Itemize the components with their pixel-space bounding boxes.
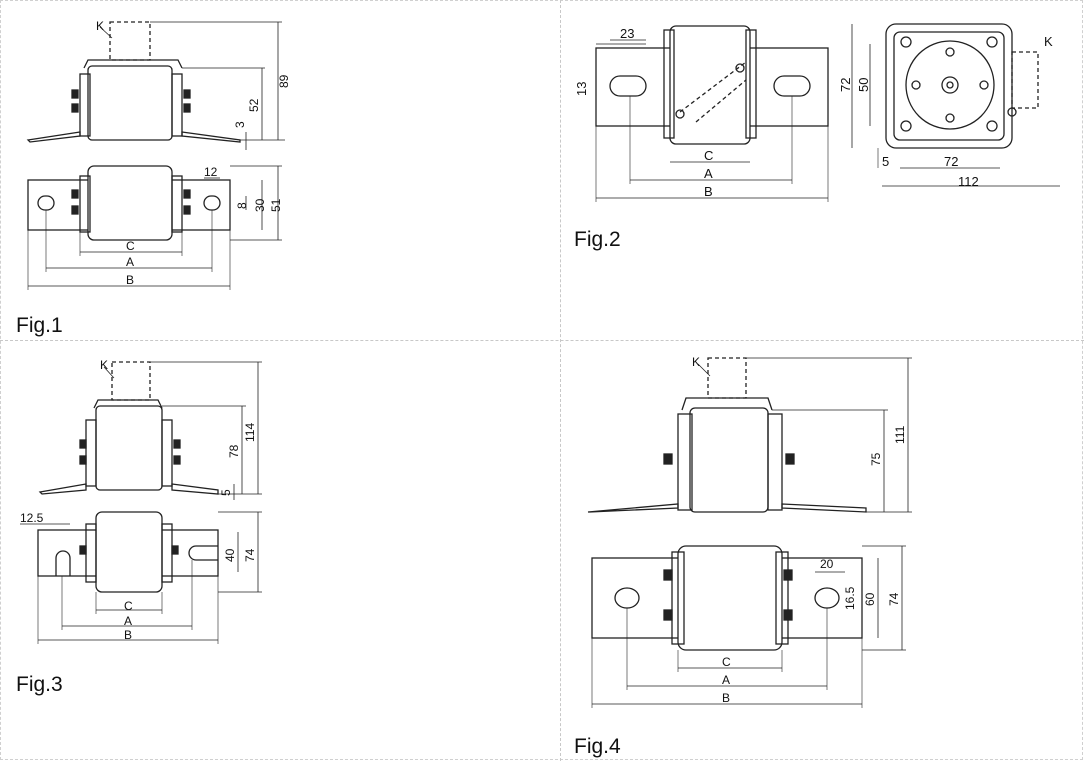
fig1-dim-51: 51: [269, 198, 283, 212]
grid-divider-vertical: [560, 0, 561, 761]
figure-4-label: Fig.4: [574, 735, 621, 758]
figure-2-panel: 23 13 C A B 72 50 K 5 72 112 Fig.2: [560, 0, 1084, 340]
fig1-k-label: K: [96, 19, 104, 33]
fig1-dim-8: 8: [235, 202, 249, 209]
figure-3-drawing: K 114 78 5 12.5 40 74 C A B: [20, 358, 262, 644]
fig4-dim-16-5: 16.5: [843, 586, 857, 610]
figure-4-panel: K 111 75 20 16.5 60 74 C A B Fig.4: [560, 340, 1084, 761]
figure-2-drawing: 23 13 C A B 72 50 K 5 72 112: [574, 23, 1060, 202]
fig4-dim-b: B: [722, 691, 730, 705]
fig3-dim-40: 40: [223, 548, 237, 562]
fig1-dim-52: 52: [247, 98, 261, 112]
fig4-dim-a: A: [722, 673, 730, 687]
fig4-k-label: K: [692, 355, 700, 369]
fig3-dim-5: 5: [219, 489, 233, 496]
grid-divider-horizontal: [0, 340, 1084, 341]
fig4-dim-20: 20: [820, 557, 834, 571]
fig3-dim-114: 114: [243, 423, 257, 442]
fig1-dim-b: B: [126, 273, 134, 287]
fig2-dim-a: A: [704, 166, 713, 181]
fig2-dim-112: 112: [958, 174, 979, 189]
fig4-dim-111: 111: [893, 425, 907, 444]
figure-3-label: Fig.3: [16, 673, 63, 696]
fig1-dim-c: C: [126, 239, 135, 253]
fig2-dim-5: 5: [882, 154, 889, 169]
fig1-dim-30: 30: [253, 198, 267, 212]
figure-1-drawing: K 89 52 3 12 8 30 51 C A B: [26, 19, 291, 290]
fig3-dim-12-5: 12.5: [20, 511, 44, 525]
fig1-dim-12: 12: [204, 165, 218, 179]
fig4-dim-75: 75: [869, 452, 883, 466]
figure-1-panel: K 89 52 3 12 8 30 51 C A B Fig.1: [0, 0, 560, 340]
fig4-dim-74: 74: [887, 592, 901, 606]
fig2-dim-50: 50: [856, 78, 871, 92]
fig3-dim-b: B: [124, 628, 132, 642]
fig4-dim-60: 60: [863, 592, 877, 606]
fig2-dim-23: 23: [620, 26, 634, 41]
fig3-dim-74: 74: [243, 548, 257, 562]
fig3-dim-c: C: [124, 599, 133, 613]
fig2-k-label: K: [1044, 34, 1053, 49]
fig2-dim-72-vert: 72: [838, 78, 853, 92]
figure-4-drawing: K 111 75 20 16.5 60 74 C A B: [587, 355, 912, 708]
fig3-k-label: K: [100, 358, 108, 372]
fig2-dim-13: 13: [574, 82, 589, 96]
figure-3-panel: K 114 78 5 12.5 40 74 C A B Fig.3: [0, 340, 560, 761]
fig2-dim-c: C: [704, 148, 713, 163]
fig3-dim-78: 78: [227, 444, 241, 458]
fig3-dim-a: A: [124, 614, 132, 628]
fig1-dim-3: 3: [233, 121, 247, 128]
fig2-dim-b: B: [704, 184, 713, 199]
fig4-dim-c: C: [722, 655, 731, 669]
fig1-dim-a: A: [126, 255, 134, 269]
figure-2-label: Fig.2: [574, 228, 621, 251]
figure-1-label: Fig.1: [16, 314, 63, 337]
fig2-dim-72-horiz: 72: [944, 154, 958, 169]
fig1-dim-89: 89: [277, 74, 291, 88]
